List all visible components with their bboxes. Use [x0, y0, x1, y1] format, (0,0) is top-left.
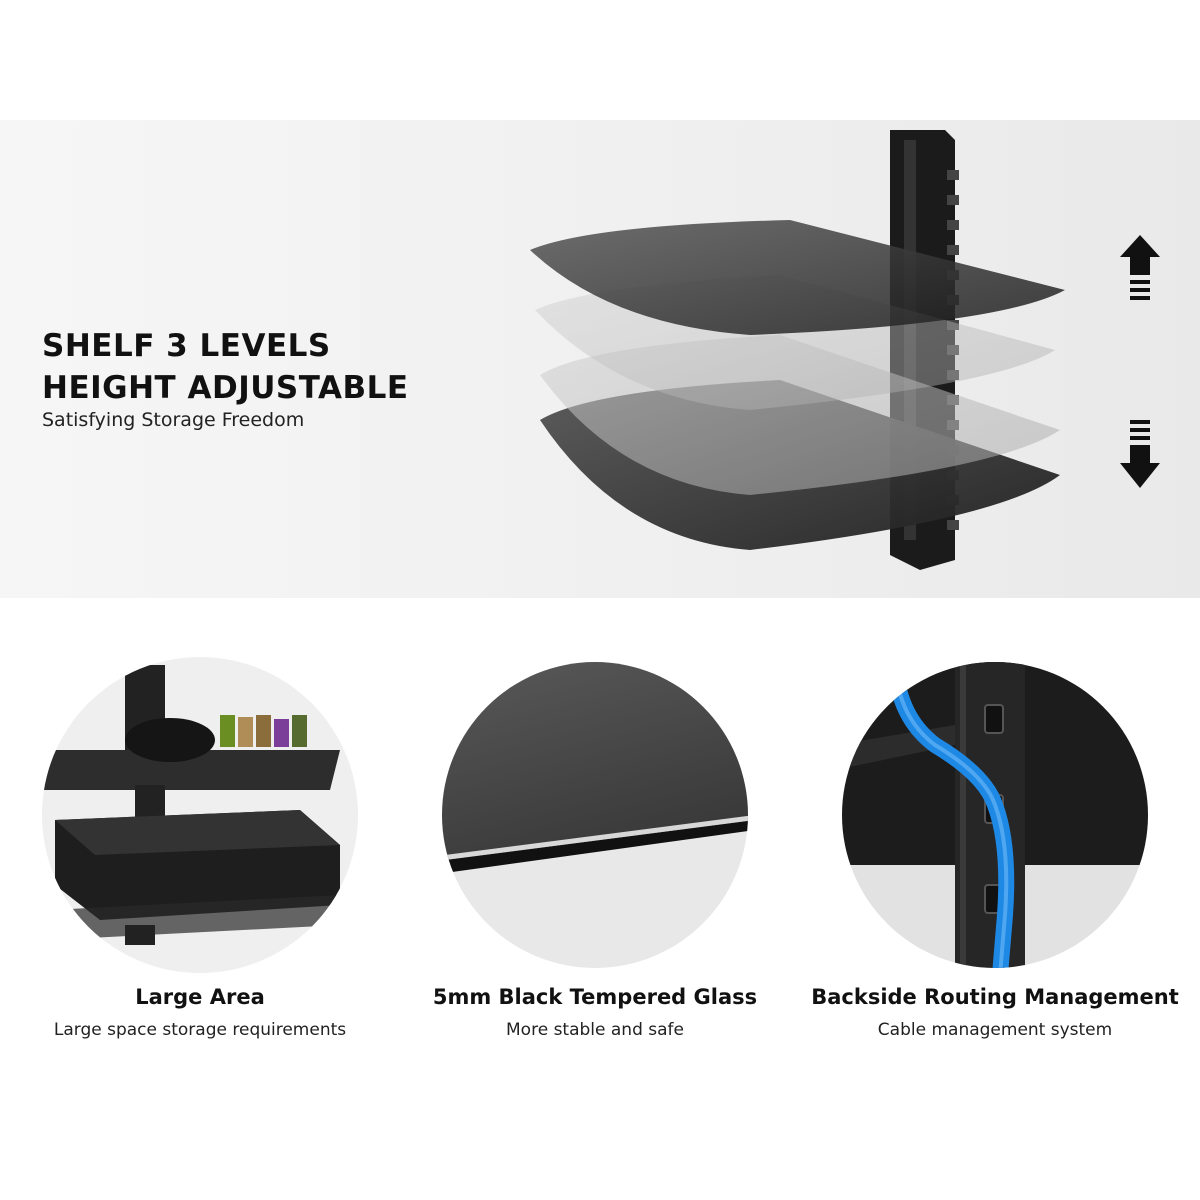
headline-line-1: SHELF 3 LEVELS — [42, 328, 331, 364]
feature-title: Large Area — [135, 985, 265, 1009]
shelf-product-illustration — [530, 130, 1160, 570]
feature-tempered-glass: 5mm Black Tempered Glass More stable and… — [433, 655, 757, 1085]
hero-banner — [0, 120, 1200, 598]
arrow-down-icon — [1120, 420, 1160, 488]
feature-subtitle: More stable and safe — [506, 1020, 684, 1040]
cable-routing-image — [842, 662, 1148, 968]
feature-cable-routing: Backside Routing Management Cable manage… — [811, 655, 1179, 1085]
large-area-image — [42, 657, 358, 973]
glass-shelf-top — [530, 220, 1065, 335]
feature-title: 5mm Black Tempered Glass — [432, 985, 758, 1009]
feature-subtitle: Cable management system — [877, 1020, 1113, 1040]
tempered-glass-image — [442, 662, 748, 968]
feature-title: Backside Routing Management — [811, 985, 1179, 1009]
headline-line-2: HEIGHT ADJUSTABLE — [42, 370, 409, 406]
hero-headline: SHELF 3 LEVELS HEIGHT ADJUSTABLE — [42, 325, 409, 409]
feature-large-area: Large Area Large space storage requireme… — [40, 655, 360, 1085]
hero-subtitle: Satisfying Storage Freedom — [42, 409, 305, 431]
feature-subtitle: Large space storage requirements — [53, 1020, 347, 1040]
arrow-up-icon — [1120, 235, 1160, 300]
